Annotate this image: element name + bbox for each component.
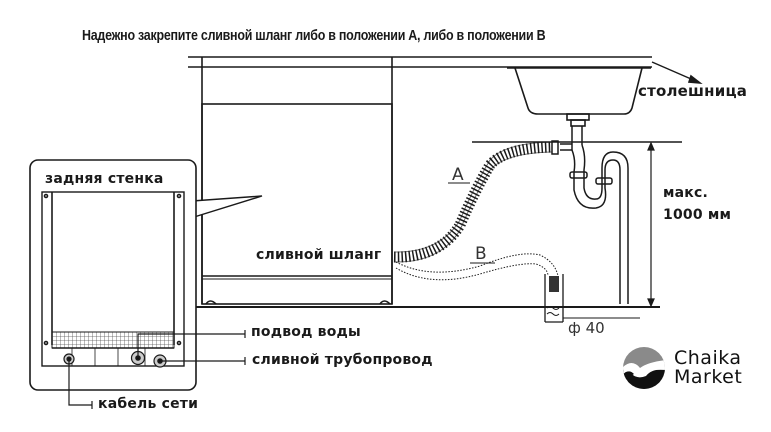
cabinet (196, 57, 660, 308)
callout-pointer (177, 195, 263, 223)
callout-leaders (68, 330, 246, 409)
back-wall-panel (29, 159, 197, 391)
diameter-label: ф 40 (568, 319, 605, 337)
max-height-label-line1: макс. (663, 185, 709, 201)
position-b-label: B (475, 244, 487, 264)
drain-hose-b (395, 253, 559, 281)
countertop-label: столешница (638, 82, 748, 100)
siphon (551, 126, 629, 304)
drain-pipe-label: сливной трубопровод (252, 352, 433, 368)
drain-hose-label: сливной шланг (256, 247, 382, 263)
standpipe (544, 274, 640, 323)
water-inlet-label: подвод воды (251, 324, 361, 340)
drain-hose-a (393, 141, 553, 263)
sink (507, 67, 651, 127)
position-a-label: A (452, 165, 464, 185)
height-dimension (647, 141, 655, 308)
back-wall-label: задняя стенка (45, 171, 164, 187)
power-cable-label: кабель сети (98, 396, 199, 412)
countertop (188, 56, 703, 85)
max-height-label-line2: 1000 мм (663, 207, 732, 223)
seagull-icon (623, 347, 665, 389)
logo-line1: Chaika (674, 347, 742, 369)
logo-line2: Market (674, 366, 743, 388)
diagram-title: Надежно закрепите сливной шланг либо в п… (82, 28, 546, 44)
brand-logo: Chaika Market (622, 346, 742, 390)
